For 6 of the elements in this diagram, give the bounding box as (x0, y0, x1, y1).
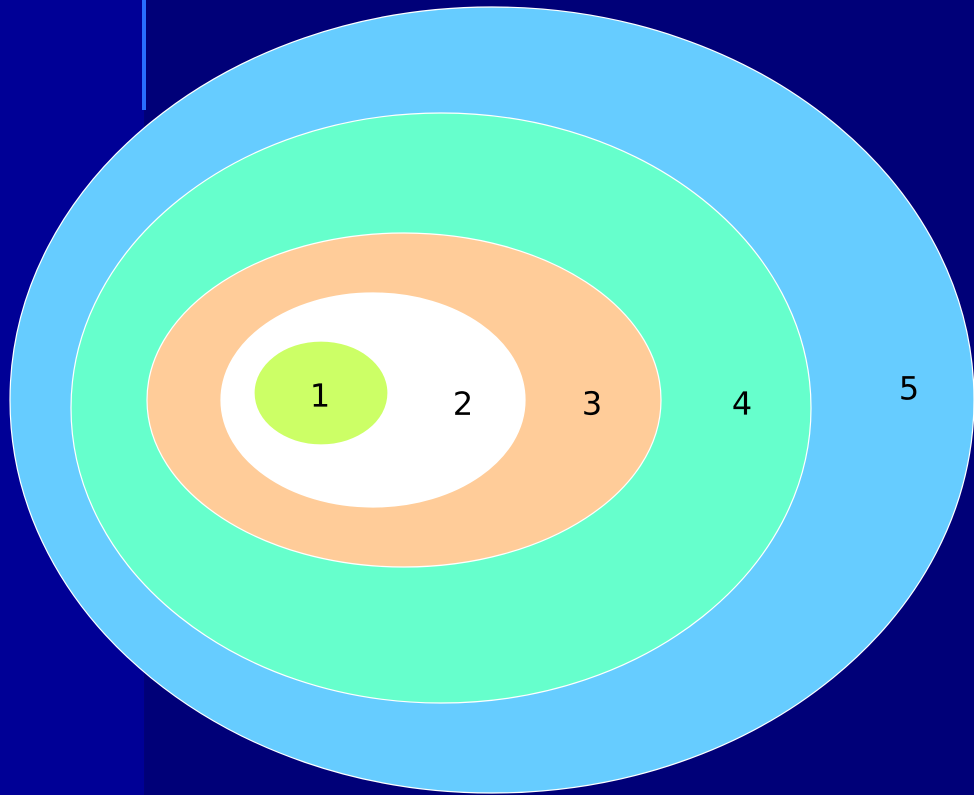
region-number: 4 (733, 391, 750, 415)
region-number: 3 (584, 390, 600, 416)
ellipse-region (253, 340, 389, 446)
region-number: 1 (313, 383, 328, 407)
region-number: 2 (455, 391, 470, 415)
region-number: 5 (901, 376, 916, 400)
